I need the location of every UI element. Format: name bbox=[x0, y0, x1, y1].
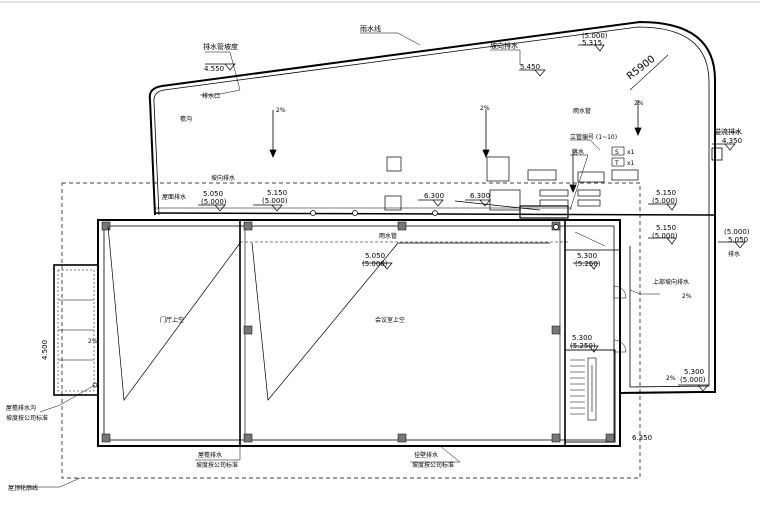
label-overflow-right: 溢流排水 bbox=[714, 127, 742, 136]
label-slope-top: 坡向排水 bbox=[490, 41, 518, 50]
label-elev-4350-right: 4.350 bbox=[722, 137, 742, 145]
label-elev-4500-left: 4.500 bbox=[41, 340, 49, 360]
label-grid: 立管编号 (1~10) bbox=[570, 133, 617, 141]
label-elev-5050-far: 5.050 bbox=[728, 236, 748, 244]
label-elev-6300-b: 6.300 bbox=[470, 192, 490, 200]
columns bbox=[101, 221, 615, 443]
room-main: 会议室上空 bbox=[375, 316, 405, 324]
stair-handrail bbox=[587, 357, 597, 421]
label-elev-5000-r: (5.000) bbox=[652, 197, 678, 205]
slope-pct-3: 2% bbox=[634, 100, 644, 107]
bottom-note-2a: 挂壁排水 bbox=[414, 451, 438, 459]
building-wall-inner bbox=[103, 225, 615, 441]
slope-arrows bbox=[269, 100, 642, 194]
label-rain-pipe: 雨水管 bbox=[573, 107, 591, 115]
annex-dividers bbox=[58, 299, 94, 361]
service-room bbox=[564, 219, 621, 251]
label-elev-5450: 5.450 bbox=[520, 63, 540, 71]
stair-treads bbox=[570, 359, 585, 415]
door-swing-1 bbox=[613, 285, 627, 299]
roof-equipment bbox=[384, 156, 639, 211]
legend-box-b bbox=[611, 157, 625, 167]
slope-pct-4: 2% bbox=[682, 293, 692, 300]
legend-box-a-text: S bbox=[615, 149, 619, 156]
label-outfall-left: 排水口 bbox=[202, 92, 220, 100]
label-elev-5050-a: 5.050 bbox=[203, 190, 223, 198]
drain-points bbox=[92, 210, 559, 388]
elevation-marks bbox=[198, 44, 746, 392]
slope-pct-5: 2% bbox=[88, 338, 98, 345]
roof-outline-inner bbox=[153, 26, 710, 388]
label-fall: 落水 bbox=[572, 148, 584, 156]
label-elev-5250-b: (5.250) bbox=[570, 342, 596, 350]
building-wall-outer bbox=[97, 219, 621, 447]
label-rain-pipe-mid: 雨水管 bbox=[379, 232, 397, 240]
pipe-junction bbox=[519, 205, 569, 219]
annex-inner bbox=[57, 269, 95, 392]
pipe-run bbox=[454, 200, 541, 211]
label-elev-5300-a: 5.300 bbox=[577, 252, 597, 260]
slope-pct-6: 2% bbox=[666, 375, 676, 382]
slope-line-left bbox=[107, 225, 241, 401]
legend-a: x1 bbox=[627, 149, 635, 156]
label-roof-drain: 屋面排水 bbox=[162, 193, 186, 201]
label-elev-5300-b: 5.300 bbox=[572, 334, 592, 342]
label-elev-5000-r2: (5.000) bbox=[652, 232, 678, 240]
leader-lines bbox=[15, 32, 740, 488]
label-elev-5300-c: 5.300 bbox=[684, 368, 704, 376]
legend-box-a bbox=[611, 146, 625, 156]
roof-outline-dashed bbox=[61, 182, 641, 479]
overflow-box bbox=[711, 147, 723, 161]
stair-well bbox=[564, 349, 616, 443]
label-slope-west: 坡向排水 bbox=[211, 174, 235, 182]
slope-line-main bbox=[251, 242, 550, 401]
left-note-1: 屋檐排水沟 bbox=[6, 404, 36, 412]
label-elev-4550: 4.550 bbox=[204, 65, 224, 73]
label-elev-5250-a: (5.250) bbox=[575, 260, 601, 268]
label-elev-6300-a: 6.300 bbox=[424, 192, 444, 200]
label-elev-5000-b: (5.000) bbox=[262, 197, 288, 205]
label-gutter: 檐沟 bbox=[180, 115, 192, 123]
radius-line bbox=[629, 54, 669, 91]
label-elev-5000-top: (5.000) bbox=[582, 32, 608, 40]
slope-pct-2: 2% bbox=[480, 105, 490, 112]
label-drain-pipe-top: 排水管坡度 bbox=[203, 42, 238, 51]
service-diag bbox=[574, 231, 606, 247]
room-left: 门厅上空 bbox=[160, 316, 184, 324]
label-elev-5150-a: 5.150 bbox=[267, 189, 287, 197]
label-elev-5000-c: (5.000) bbox=[680, 376, 706, 384]
outline-label: 屋顶轮廓线 bbox=[8, 484, 38, 492]
label-elev-5150-r2: 5.150 bbox=[656, 224, 676, 232]
label-drain-far: 排水 bbox=[728, 250, 740, 258]
slope-pct-1: 2% bbox=[276, 107, 286, 114]
label-elev-6350: 6.350 bbox=[632, 434, 652, 442]
bottom-note-1a: 屋檐排水 bbox=[198, 451, 222, 459]
left-note-2: 坡度按公司标准 bbox=[6, 414, 48, 422]
label-elev-5000-mid: (5.000) bbox=[362, 260, 388, 268]
label-roof-slope: 上部坡向排水 bbox=[653, 278, 689, 286]
label-elev-5000-far: (5.000) bbox=[724, 228, 750, 236]
label-elev-5315: 5.315 bbox=[582, 39, 602, 47]
roof-outline-outer bbox=[148, 20, 716, 395]
legend-box-b-text: T bbox=[614, 160, 619, 167]
label-elev-5000-a: (5.000) bbox=[201, 198, 227, 206]
label-rain-line: 雨水线 bbox=[360, 24, 381, 33]
annex-outer bbox=[53, 264, 99, 396]
bottom-note-1b: 坡度按公司标准 bbox=[196, 461, 238, 469]
door-swing-2 bbox=[613, 339, 627, 353]
legend-b: x1 bbox=[627, 160, 635, 167]
label-radius: R5900 bbox=[625, 54, 657, 83]
label-elev-5150-r: 5.150 bbox=[656, 189, 676, 197]
bottom-note-2b: 坡度按公司标准 bbox=[412, 461, 454, 469]
label-elev-5050-mid: 5.050 bbox=[365, 252, 385, 260]
